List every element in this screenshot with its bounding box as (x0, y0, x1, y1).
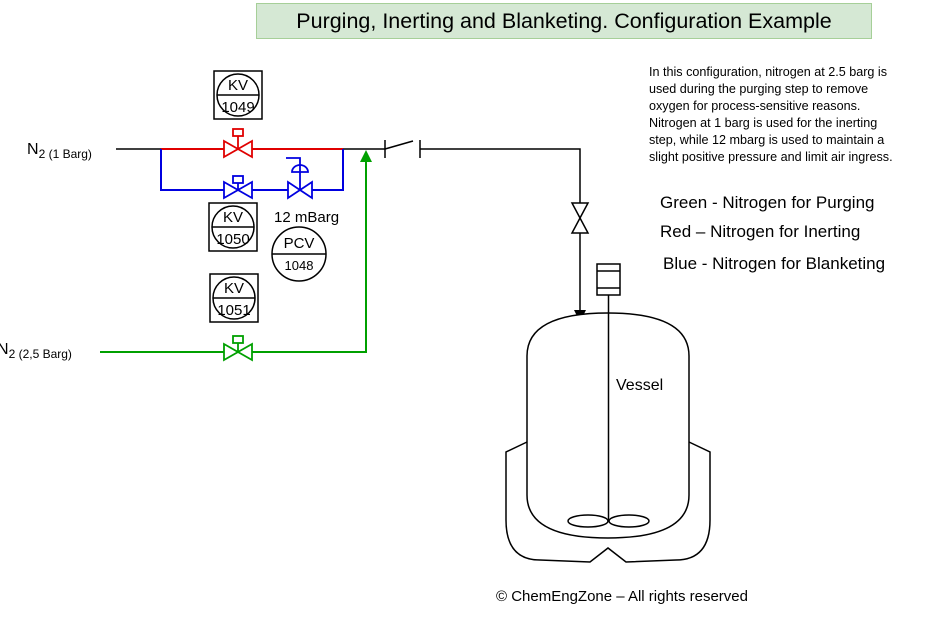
source-n2-1barg-label: N2 (1 Barg) (27, 141, 92, 161)
agitator-icon (567, 263, 650, 528)
kv1050-valve-icon (223, 175, 253, 200)
pcv1048-valve-icon (286, 157, 313, 200)
tag-pcv1048: PCV 1048 (271, 226, 327, 282)
legend-purging: Green - Nitrogen for Purging (660, 193, 875, 212)
tag-kv1050: KV 1050 (208, 202, 258, 252)
purging-arrow-icon (360, 150, 372, 162)
description-line: Nitrogen at 1 barg is used for the inert… (649, 116, 878, 130)
tag-kv1051-code: KV (224, 280, 244, 297)
legend-inerting: Red – Nitrogen for Inerting (660, 222, 861, 241)
vessel-jacket (505, 441, 711, 563)
tag-kv1051-number: 1051 (217, 302, 250, 319)
description-line: In this configuration, nitrogen at 2.5 b… (649, 65, 888, 79)
diagram-title: Purging, Inerting and Blanketing. Config… (256, 3, 872, 39)
tag-kv1049: KV 1049 (213, 70, 263, 120)
pcv-setpoint-label: 12 mBarg (274, 209, 339, 226)
description-text: In this configuration, nitrogen at 2.5 b… (649, 64, 930, 166)
vessel-feed-line (343, 148, 581, 322)
tag-pcv1048-number: 1048 (285, 258, 314, 273)
vessel-label: Vessel (616, 377, 663, 394)
tag-kv1050-number: 1050 (216, 231, 249, 248)
check-valve-icon (384, 140, 421, 158)
tag-kv1049-code: KV (228, 77, 248, 94)
tag-kv1049-number: 1049 (221, 99, 254, 116)
kv1051-valve-icon (223, 335, 253, 362)
description-line: slight positive pressure and limit air i… (649, 150, 893, 164)
tag-kv1050-code: KV (223, 209, 243, 226)
tag-kv1051: KV 1051 (209, 273, 259, 323)
isolation-valve-icon (570, 202, 590, 234)
tag-pcv1048-code: PCV (284, 235, 315, 252)
legend-blanketing: Blue - Nitrogen for Blanketing (663, 254, 886, 273)
purging-line (100, 160, 367, 353)
kv1049-valve-icon (223, 128, 253, 159)
description-line: used during the purging step to remove (649, 82, 869, 96)
description-line: oxygen for process-sensitive reasons. (649, 99, 861, 113)
copyright-notice: © ChemEngZone – All rights reserved (496, 588, 748, 605)
description-line: step, while 12 mbarg is used to maintain… (649, 133, 885, 147)
source-n2-25barg-label: N2 (2,5 Barg) (0, 341, 72, 361)
